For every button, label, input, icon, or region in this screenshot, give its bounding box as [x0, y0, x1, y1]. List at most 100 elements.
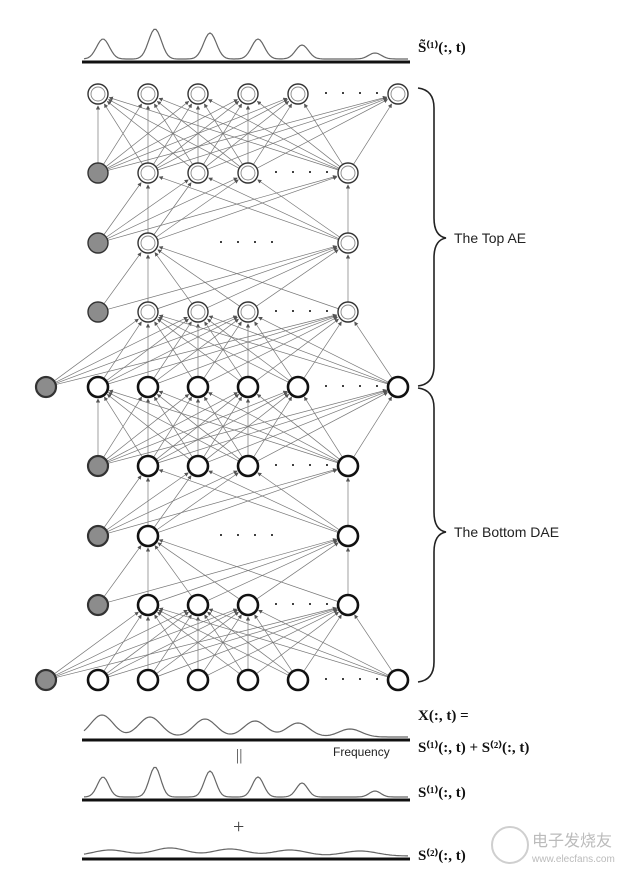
edge-layer4-s2-t3: [206, 317, 338, 383]
edge-layer2-s0-t3: [157, 176, 338, 241]
edge-layer4-s6-t3: [55, 313, 338, 385]
edge-layer2-s1-t1: [208, 177, 340, 240]
edge-layer5-s3-t3: [256, 394, 341, 461]
ellipsis-row-4: · · · ·: [273, 300, 333, 320]
edge-layer8-s6-t3: [55, 606, 338, 678]
edge-layer2-s1-t2: [257, 179, 341, 238]
neuron-inner-r3-n1: [190, 304, 206, 320]
edge-layer5-s3-t1: [158, 390, 339, 463]
neuron-inner-r0-n4: [290, 86, 306, 102]
edge-layer1-s3-t3: [256, 101, 341, 168]
edge-layer4-s1-t3: [157, 315, 338, 384]
edge-layer6-s0-t1: [153, 475, 192, 529]
edge-layer5-s3-t0: [108, 389, 339, 464]
edge-layer5-s0-t0: [104, 396, 143, 458]
edge-layer4-s3-t3: [255, 318, 339, 382]
edge-layer1-s4-t4: [107, 97, 288, 170]
edge-layer7-s0-t1: [157, 539, 338, 603]
edge-layer3-s1-t1: [206, 247, 338, 309]
neuron-inner-r3-n0: [140, 304, 156, 320]
edge-layer4-s4-t2: [254, 321, 293, 379]
edge-layer5-s3-t2: [207, 392, 340, 462]
edge-layer5-s0-t5: [157, 389, 388, 464]
edge-layer1-s0-t4: [156, 99, 289, 169]
edge-layer4-s1-t1: [153, 321, 192, 379]
edge-layer4-s5-t3: [354, 321, 393, 379]
bias-node-r3: [87, 301, 109, 323]
watermark-name: 电子发烧友: [532, 832, 612, 850]
edge-layer6-s0-t3: [157, 469, 338, 534]
edge-layer8-s1-t3: [157, 608, 338, 677]
plus-sign: +: [233, 816, 244, 838]
bias-node-r8: [34, 668, 58, 692]
neuron-r7-n1: [186, 593, 210, 617]
ellipsis-row-2: · · · ·: [273, 161, 333, 181]
neuron-r8-n5: [386, 668, 410, 692]
edge-layer5-s2-t2: [204, 396, 243, 458]
s2-curve: [83, 847, 408, 857]
edge-layer3-s4-t1: [107, 245, 338, 310]
edge-layer5-s0-t4: [156, 392, 289, 462]
watermark-icon: [491, 826, 529, 864]
edge-layer2-s0-t2: [155, 179, 239, 238]
edge-layer1-s3-t0: [108, 96, 339, 171]
edge-layer8-s4-t3: [303, 614, 342, 672]
edge-layer8-s3-t0: [157, 611, 241, 675]
neuron-inner-r1-n0: [140, 165, 156, 181]
edge-layer3-s4-t0: [103, 252, 142, 305]
mixture-curve: [83, 714, 408, 738]
ellipsis-row-middle: · · · ·: [323, 375, 383, 395]
edge-layer3-s3-t0: [158, 246, 339, 310]
edge-layer1-s4-t5: [107, 95, 388, 171]
ellipsis-row-7: · · · ·: [218, 524, 278, 544]
watermark-logo: 电子发烧友 www.elecfans.com: [491, 826, 615, 865]
edge-layer1-s3-t1: [158, 97, 339, 170]
edge-layer4-s0-t1: [105, 318, 189, 382]
edge-layer4-s5-t2: [258, 317, 390, 383]
edge-layer8-s1-t2: [155, 611, 239, 675]
edge-layer1-s2-t4: [253, 103, 292, 165]
edge-layer5-s1-t3: [203, 396, 242, 458]
s1-estimate-curve: [83, 28, 408, 60]
edge-layer1-s0-t2: [153, 103, 192, 165]
neuron-inner-r0-n1: [140, 86, 156, 102]
bias-node-r4: [34, 375, 58, 399]
edge-layer5-s1-t5: [207, 390, 388, 463]
watermark-url: www.elecfans.com: [531, 854, 615, 865]
edge-layer1-s3-t5: [353, 103, 392, 165]
edge-layer1-s1-t4: [205, 101, 290, 168]
neuron-inner-r3-n2: [240, 304, 256, 320]
edge-layer1-s0-t0: [104, 103, 143, 165]
neuron-inner-r0-n3: [240, 86, 256, 102]
brace-bottom-dae: [417, 387, 447, 683]
edge-layer8-s3-t1: [204, 614, 243, 672]
neuron-r4-n4: [286, 375, 310, 399]
label-top-ae: The Top AE: [454, 230, 526, 246]
ellipsis-row-top: · · · ·: [323, 82, 383, 102]
edge-layer1-s4-t2: [105, 101, 190, 168]
label-bottom-dae: The Bottom DAE: [454, 524, 559, 540]
edge-layer8-s4-t1: [207, 611, 291, 675]
neuron-r4-n0: [86, 375, 110, 399]
edge-layer6-s2-t3: [107, 468, 338, 534]
edge-layer3-s2-t1: [256, 249, 339, 307]
edge-layer4-s0-t3: [107, 314, 338, 385]
edge-layer4-s6-t1: [54, 316, 188, 383]
neuron-inner-r0-n5: [390, 86, 406, 102]
edge-layer5-s1-t0: [106, 394, 191, 461]
edge-layer1-s3-t4: [304, 103, 343, 165]
edge-layer4-s6-t2: [55, 315, 238, 384]
edge-layer8-s4-t0: [158, 610, 290, 676]
ellipsis-row-3: · · · ·: [218, 231, 278, 251]
neuron-inner-r3-n3: [340, 304, 356, 320]
edge-layer1-s4-t1: [103, 103, 142, 165]
edge-layer7-s4-t0: [103, 545, 142, 598]
neuron-r7-n3: [336, 593, 360, 617]
neuron-r7-n0: [136, 593, 160, 617]
edge-layer1-s1-t3: [203, 103, 242, 165]
neuron-nodes: [34, 83, 410, 692]
edge-layer3-s0-t1: [157, 246, 338, 310]
edge-layer1-s2-t1: [156, 101, 241, 168]
edge-layer4-s3-t1: [204, 321, 243, 379]
edge-layer6-s2-t2: [106, 470, 238, 533]
